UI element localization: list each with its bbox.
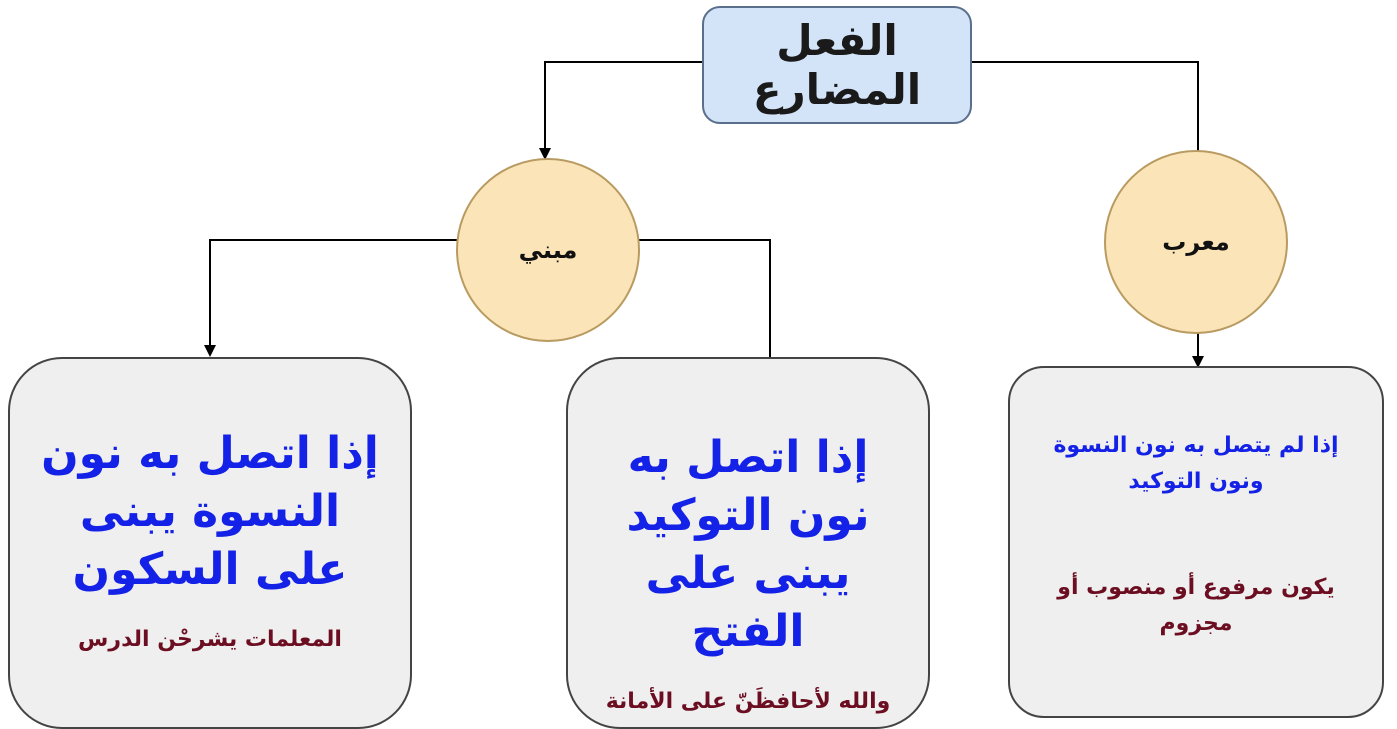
fath-rule-text: إذا اتصل به نون التوكيد يبنى على الفتح xyxy=(626,432,870,657)
mabni-node: مبني xyxy=(456,158,640,342)
sukun-rule-box: إذا اتصل به نون النسوة يبنى على السكون ا… xyxy=(8,357,412,729)
fath-example-text: والله لأحافظَنّ على الأمانة xyxy=(605,689,891,714)
mabni-label: مبني xyxy=(518,236,578,264)
fath-rule-box: إذا اتصل به نون التوكيد يبنى على الفتح و… xyxy=(566,357,930,729)
sukun-rule-text: إذا اتصل به نون النسوة يبنى على السكون xyxy=(41,428,379,595)
murab-desc-text: يكون مرفوع أو منصوب أو مجزوم xyxy=(1057,575,1335,636)
murab-label: معرب xyxy=(1162,228,1230,256)
edge-mabni-to-fath xyxy=(632,239,771,357)
root-node-present-verb: الفعل المضارع xyxy=(702,6,972,124)
murab-rule-text: إذا لم يتصل به نون النسوة ونون التوكيد xyxy=(1053,433,1339,494)
edge-mabni-to-sukun xyxy=(204,239,458,357)
edge-root-to-mabni xyxy=(539,61,702,160)
murab-rule-box: إذا لم يتصل به نون النسوة ونون التوكيد ي… xyxy=(1008,366,1384,718)
sukun-example-text: المعلمات يشرحْن الدرس xyxy=(78,627,342,652)
murab-node: معرب xyxy=(1104,150,1288,334)
root-label: الفعل المضارع xyxy=(752,16,922,114)
edge-root-to-murab xyxy=(972,61,1204,182)
